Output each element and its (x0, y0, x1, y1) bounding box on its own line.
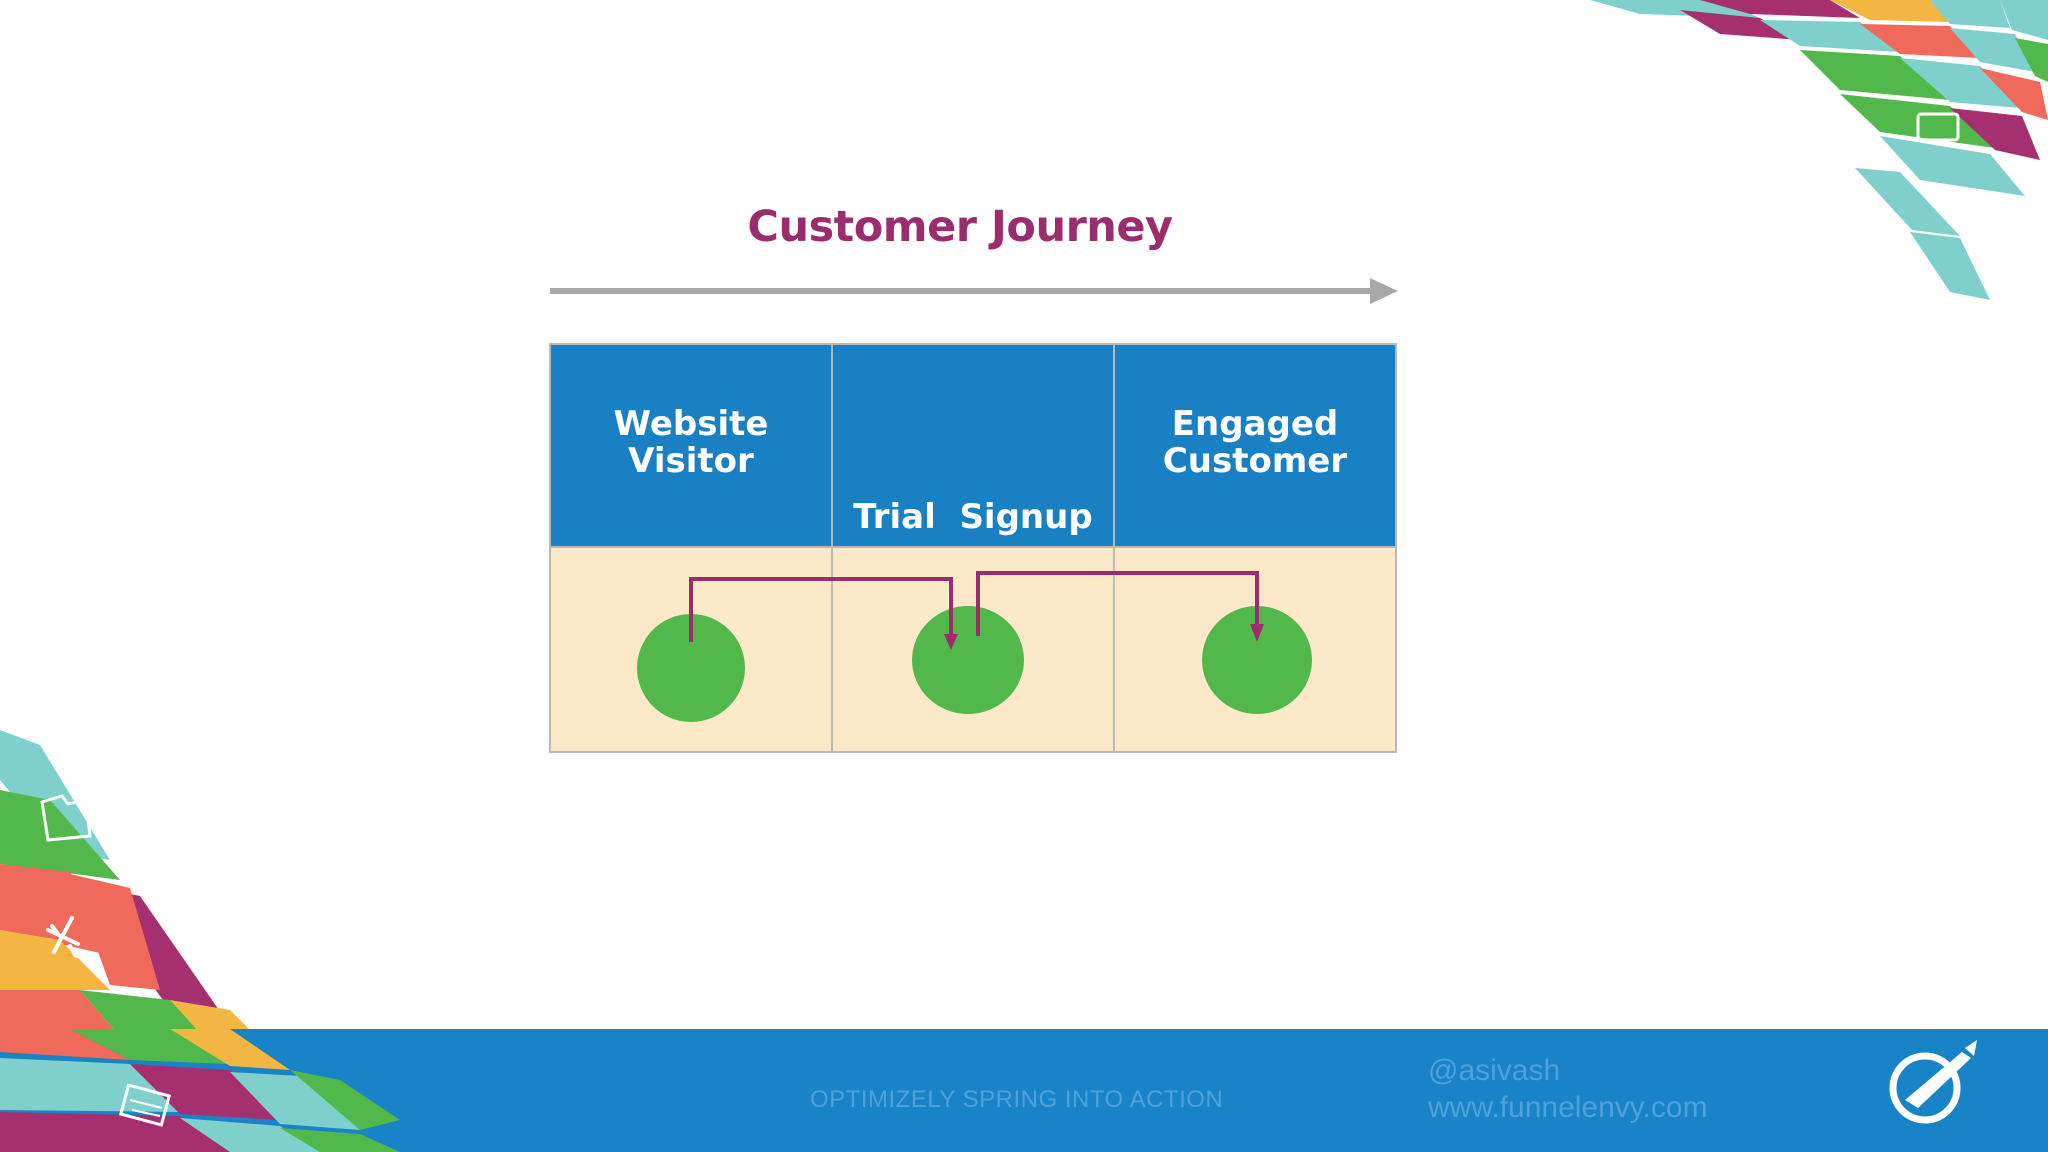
footer-twitter-handle: @asivash (1428, 1054, 1561, 1087)
airplane-icon (46, 916, 80, 958)
stage-label-visitor: Website Visitor (550, 406, 832, 480)
stage-label-visitor-line2: Visitor (628, 441, 754, 481)
decor-footer-left (0, 1029, 400, 1152)
footer-website-url: www.funnelenvy.com (1428, 1091, 1708, 1124)
node-trial (912, 606, 1024, 714)
journey-connectors (689, 571, 1264, 650)
stage-label-engaged-line2: Customer (1162, 441, 1348, 481)
stage-headers (549, 343, 1397, 548)
footer-event-name: OPTIMIZELY SPRING INTO ACTION (810, 1086, 1224, 1113)
connector-trial-to-engaged (976, 571, 1259, 636)
timeline-arrow (550, 278, 1398, 304)
connector-visitor-to-trial (689, 577, 953, 642)
stage-label-visitor-line1: Website (613, 404, 769, 444)
chart-icon (1916, 112, 1960, 142)
footer-logo (1889, 1040, 1977, 1124)
stage-label-engaged-line1: Engaged (1171, 404, 1339, 444)
stage-header-trial (831, 343, 1115, 548)
stage-header-engaged (1113, 343, 1397, 548)
stage-label-trial: Trial Signup (832, 425, 1114, 573)
node-visitor (637, 614, 745, 722)
calendar-icon-footer (118, 1083, 172, 1127)
decor-top-right (1590, 0, 2048, 300)
stage-label-trial-line1: Trial Signup (853, 497, 1093, 537)
diagram-title: Customer Journey (747, 202, 1173, 252)
journey-nodes (637, 606, 1312, 722)
stage-header-visitor (549, 343, 833, 548)
node-engaged (1202, 606, 1312, 714)
stage-label-engaged: Engaged Customer (1114, 406, 1396, 480)
folder-icon (40, 794, 92, 842)
